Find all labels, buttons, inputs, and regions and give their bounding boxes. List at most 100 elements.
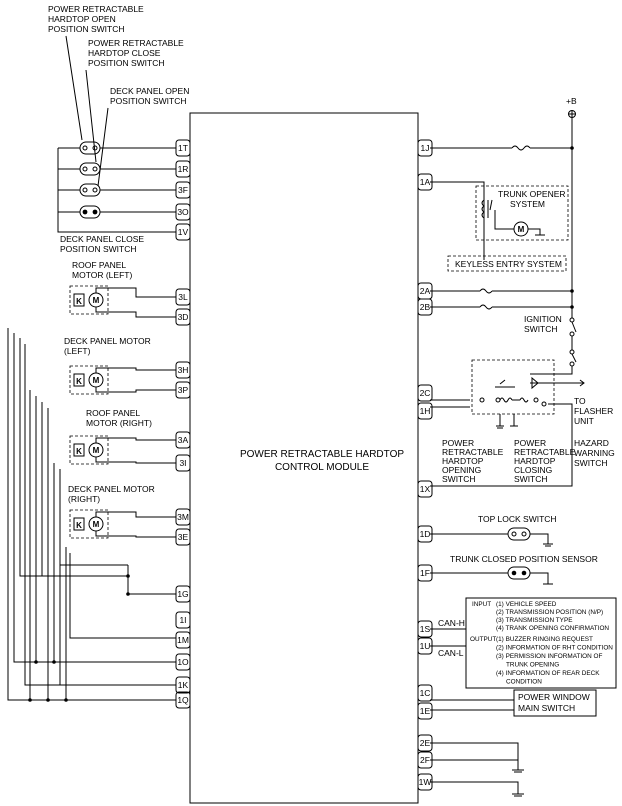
pin-label-left: 1O: [177, 657, 189, 667]
pin-label-right: 1D: [420, 529, 431, 539]
roof-motor-left-label-2: MOTOR (LEFT): [72, 270, 132, 280]
plus-b-label: +B: [566, 96, 577, 106]
hazard-switch-label-2: WARNING: [574, 448, 615, 458]
top-lock-switch-label: TOP LOCK SWITCH: [478, 514, 557, 524]
pin-label-left: 1G: [177, 589, 188, 599]
deck-motor-right-label-2: (RIGHT): [68, 494, 100, 504]
pin-label-right: 1F: [420, 568, 430, 578]
pin-label-left: 3F: [178, 185, 188, 195]
pin-label-right: 2B: [420, 302, 431, 312]
rht-closing-switch-label-4: CLOSING: [514, 465, 552, 475]
deck-close-switch-label-1: DECK PANEL CLOSE: [60, 234, 144, 244]
can-output-item: (3) PERMISSION INFORMATION OF: [496, 653, 602, 660]
keyless-entry-label: KEYLESS ENTRY SYSTEM: [455, 259, 562, 269]
pin-label-left: 3H: [178, 365, 189, 375]
pin-label-right: 2E: [420, 738, 431, 748]
hazard-switch-label-1: HAZARD: [574, 438, 609, 448]
motor-m: M: [93, 446, 100, 455]
can-h-label: CAN-H: [438, 618, 465, 628]
pin-label-right: 1W: [419, 777, 432, 787]
can-l-label: CAN-L: [438, 648, 464, 658]
pin-label-right: 2F: [420, 755, 430, 765]
can-output-item: (4) INFORMATION OF REAR DECK: [496, 670, 600, 677]
pin-label-left: 3A: [178, 435, 189, 445]
pin-label-left: 1T: [178, 143, 188, 153]
rht-close-switch-label-2: HARDTOP CLOSE: [88, 48, 161, 58]
pin-tab: [417, 480, 433, 498]
motor-m: M: [93, 376, 100, 385]
rht-open-switch-label-2: HARDTOP OPEN: [48, 14, 116, 24]
rht-open-switch-label-3: POSITION SWITCH: [48, 24, 125, 34]
power-window-label-2: MAIN SWITCH: [518, 703, 575, 713]
pin-label-right: 1C: [420, 688, 431, 698]
pin-label-left: 3E: [178, 532, 189, 542]
deck-close-switch-label-2: POSITION SWITCH: [60, 244, 137, 254]
to-flasher-label-1: TO: [574, 396, 586, 406]
pin-tab: [417, 402, 433, 420]
roof-motor-right-label-1: ROOF PANEL: [86, 408, 140, 418]
pin-label-right: 1X: [420, 484, 431, 494]
module-title-line1: POWER RETRACTABLE HARDTOP: [240, 449, 404, 460]
rht-opening-switch-label-3: HARDTOP: [442, 456, 484, 466]
pin-label-left: 3L: [178, 292, 188, 302]
pin-tab: [417, 384, 433, 402]
can-input-item: (2) TRANSMISSION POSITION (N/P): [496, 609, 603, 616]
hazard-switch-label-3: SWITCH: [574, 458, 608, 468]
can-output-item: (2) INFORMATION OF RHT CONDITION: [496, 645, 613, 652]
can-input-item: (3) TRANSMISSION TYPE: [496, 617, 572, 624]
right-side-circuits: +B M TRUNK OPENER SYSTEM KEYLESS ENTRY S…: [430, 96, 617, 797]
can-input-heading: INPUT: [472, 601, 491, 608]
motor-m: M: [93, 296, 100, 305]
pin-label-left: 1Q: [177, 695, 189, 705]
pin-label-right: 1H: [420, 406, 431, 416]
can-output-list: (1) BUZZER RINGING REQUEST (2) INFORMATIO…: [496, 636, 613, 686]
rht-closing-switch-label-3: HARDTOP: [514, 456, 556, 466]
rht-open-switch-label-1: POWER RETRACTABLE: [48, 4, 144, 14]
rht-opening-switch-label-4: OPENING: [442, 465, 481, 475]
can-info-box: [465, 597, 617, 689]
deck-motor-right-label-1: DECK PANEL MOTOR: [68, 484, 155, 494]
pin-label-right: 1J: [421, 143, 430, 153]
rht-closing-switch-label-2: RETRACTABLE: [514, 447, 576, 457]
pin-label-right: 1S: [420, 624, 431, 634]
pin-label-right: 2C: [420, 388, 431, 398]
deck-motor-left-label-1: DECK PANEL MOTOR: [64, 336, 151, 346]
motor-group: ROOF PANEL MOTOR (LEFT) DECK PANEL MOTOR…: [7, 260, 176, 702]
motor-sensor-k: K: [76, 521, 82, 530]
roof-motor-right-label-2: MOTOR (RIGHT): [86, 418, 152, 428]
can-input-item: (1) VEHICLE SPEED: [496, 601, 557, 608]
motor-m: M: [93, 520, 100, 529]
ignition-switch-label-2: SWITCH: [524, 324, 558, 334]
rht-opening-switch-label-5: SWITCH: [442, 474, 476, 484]
rht-closing-switch-label-5: SWITCH: [514, 474, 548, 484]
can-output-heading: OUTPUT: [470, 636, 496, 643]
pin-label-left: 3M: [177, 512, 189, 522]
deck-open-switch-label-2: POSITION SWITCH: [110, 96, 187, 106]
motor-sensor-k: K: [76, 297, 82, 306]
rht-close-switch-label-1: POWER RETRACTABLE: [88, 38, 184, 48]
ignition-switch-label-1: IGNITION: [524, 314, 562, 324]
pin-tab: [175, 631, 191, 649]
trunk-closed-sensor-label: TRUNK CLOSED POSITION SENSOR: [450, 554, 598, 564]
rht-opening-switch-label-1: POWER: [442, 438, 474, 448]
can-output-item: (1) BUZZER RINGING REQUEST: [496, 636, 593, 643]
power-window-label-1: POWER WINDOW: [518, 692, 590, 702]
to-flasher-label-2: FLASHER: [574, 406, 613, 416]
pin-label-left: 1I: [179, 615, 186, 625]
to-flasher-label-3: UNIT: [574, 416, 594, 426]
pin-label-right: 1E: [420, 706, 431, 716]
pin-label-left: 3O: [177, 207, 189, 217]
deck-open-switch-label-1: DECK PANEL OPEN: [110, 86, 189, 96]
pin-tab: [175, 611, 191, 629]
rht-opening-switch-label-2: RETRACTABLE: [442, 447, 504, 457]
can-input-item: (4) TRANK OPENING CONFIRMATION: [496, 625, 609, 632]
roof-motor-left-label-1: ROOF PANEL: [72, 260, 126, 270]
pin-label-right: 1A: [420, 177, 431, 187]
